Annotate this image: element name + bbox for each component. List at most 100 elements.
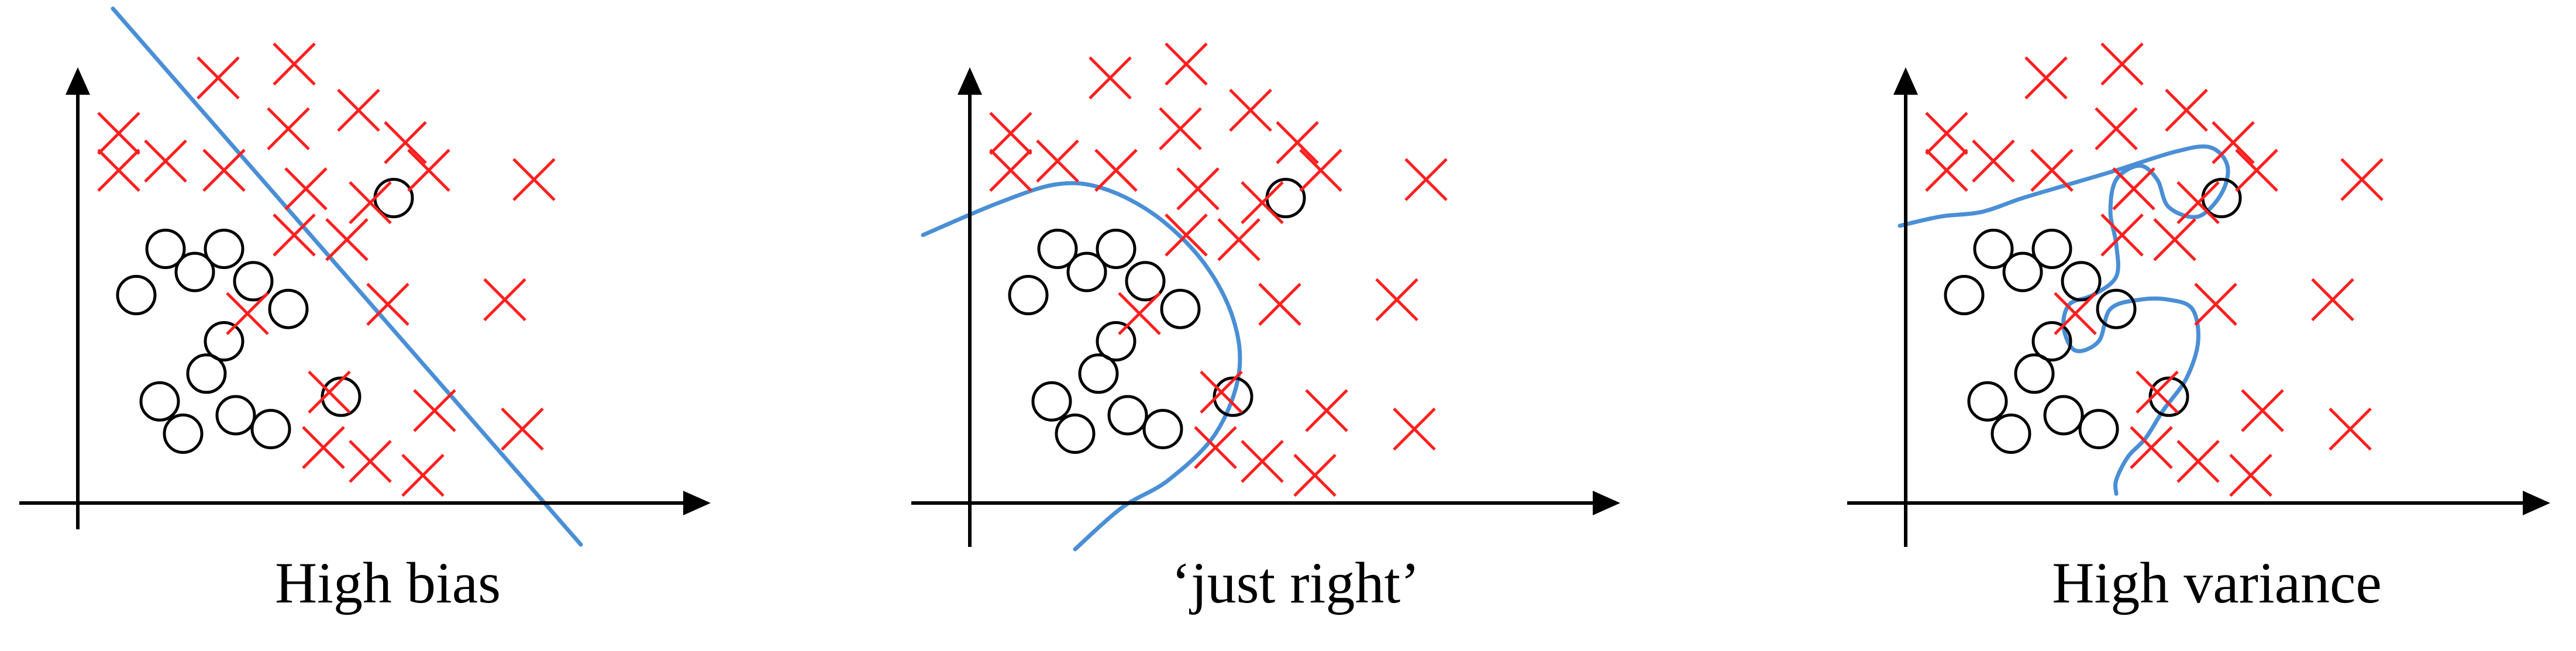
circle-point — [1990, 414, 2031, 454]
cross-point — [1404, 158, 1448, 201]
cross-point — [144, 139, 187, 183]
circle-point — [1160, 288, 1201, 329]
circle-point — [215, 395, 256, 436]
cross-point — [2030, 149, 2074, 192]
cross-point — [1159, 107, 1202, 150]
cross-point — [1229, 88, 1272, 132]
cross-point — [1165, 213, 1208, 257]
cross-point — [273, 42, 316, 86]
circle-point — [186, 353, 227, 394]
x-axis-arrow-icon — [683, 491, 711, 515]
cross-point — [1036, 139, 1079, 183]
circle-point — [1125, 261, 1166, 302]
axes — [19, 67, 711, 529]
cross-point — [1299, 149, 1342, 192]
cross-point — [1258, 283, 1301, 326]
panel-caption: ‘just right’ — [1172, 550, 1420, 615]
cross-point — [349, 181, 392, 225]
decision-boundary — [111, 6, 583, 547]
circle-point — [2031, 321, 2072, 361]
cross-point — [1925, 112, 1968, 155]
cross-point — [1305, 389, 1348, 432]
cross-point — [1241, 440, 1284, 483]
cross-point — [1194, 426, 1237, 469]
cross-point — [401, 453, 445, 497]
circle-point — [2078, 409, 2119, 450]
circle-point — [116, 275, 157, 315]
circle-point — [2043, 395, 2084, 436]
circle-point — [268, 288, 309, 329]
cross-point — [2136, 370, 2179, 414]
circle-point — [1967, 381, 2008, 422]
cross-point — [384, 121, 427, 164]
y-axis-arrow-icon — [958, 67, 982, 95]
cross-point — [1217, 218, 1261, 261]
cross-point — [2024, 56, 2068, 99]
cross-point — [197, 56, 240, 99]
cross-point — [1094, 149, 1138, 192]
cross-point — [2100, 213, 2144, 257]
x-axis-arrow-icon — [1593, 491, 1620, 515]
circle-point — [2061, 261, 2102, 302]
cross-point — [2130, 426, 2173, 469]
cross-point — [1393, 407, 1436, 451]
circle-point — [1973, 229, 2014, 269]
circle-point — [1031, 381, 1072, 422]
cross-point — [2100, 42, 2144, 86]
cross-point — [2212, 121, 2255, 164]
cross-point — [2153, 218, 2196, 261]
cross-point — [1241, 181, 1284, 225]
cross-point — [349, 440, 392, 483]
cross-point — [989, 149, 1032, 192]
circle-point — [1037, 229, 1078, 269]
cross-point — [2340, 158, 2384, 201]
panel-high-bias: High bias — [19, 6, 711, 615]
cross-point — [308, 370, 351, 414]
y-axis-arrow-icon — [66, 67, 90, 95]
cross-point — [2054, 292, 2097, 335]
cross-point — [2194, 283, 2237, 326]
circle-point — [2096, 288, 2137, 329]
panel-caption: High bias — [275, 550, 501, 615]
panel-high-variance: High variance — [1847, 42, 2550, 615]
cross-point — [2095, 107, 2138, 150]
cross-point — [1293, 453, 1337, 497]
circle-point — [2148, 376, 2189, 417]
circle-point — [1142, 409, 1183, 450]
cross-point — [1972, 139, 2015, 183]
circle-point — [204, 321, 244, 361]
cross-point — [97, 112, 140, 155]
cross-point — [1375, 278, 1418, 322]
cross-point — [1089, 56, 1132, 99]
circle-point — [2002, 252, 2043, 292]
cross-point — [302, 426, 345, 469]
cross-point — [284, 167, 328, 211]
circle-point — [174, 252, 215, 292]
x-axis-arrow-icon — [2523, 491, 2550, 515]
cross-point — [1200, 370, 1243, 414]
cross-point — [483, 278, 526, 322]
circle-point — [1107, 395, 1148, 436]
cross-point — [2229, 453, 2272, 497]
circle-point — [1213, 376, 1253, 417]
circle-point — [1096, 229, 1137, 269]
cross-point — [512, 158, 556, 201]
cross-point — [2329, 407, 2372, 451]
cross-point — [1165, 42, 1208, 86]
circle-point — [233, 261, 274, 302]
circle-point — [1078, 353, 1119, 394]
cross-point — [2176, 181, 2220, 225]
cross-point — [366, 283, 409, 326]
cross-point — [2311, 278, 2354, 322]
cross-point — [2165, 88, 2208, 132]
circle-point — [321, 376, 361, 417]
cross-point — [273, 213, 316, 257]
cross-point — [989, 112, 1032, 155]
cross-point — [1276, 121, 1319, 164]
circle-point — [139, 381, 180, 422]
circle-point — [145, 229, 186, 269]
circle-point — [204, 229, 244, 269]
circle-point — [1066, 252, 1107, 292]
panel-caption: High variance — [2052, 550, 2382, 615]
